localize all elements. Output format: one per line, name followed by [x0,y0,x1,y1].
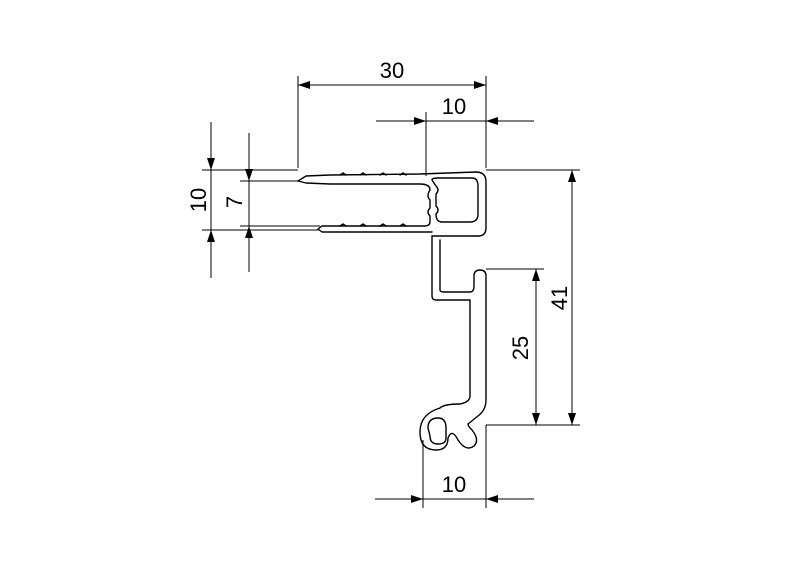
dimension-label-left-height: 10 [186,188,211,212]
dimension-label-top-offset: 10 [442,94,466,119]
dimension-total-height: 41 [486,169,580,426]
dimension-bottom-width: 10 [375,425,534,508]
dimension-lower-height: 25 [486,268,544,426]
dimension-label-top-width: 30 [380,58,404,83]
dimension-label-total-height: 41 [547,286,572,310]
dimension-slot-width: 7 [222,133,320,272]
dimension-left-height: 10 [186,122,320,278]
dimension-label-bottom-width: 10 [442,472,466,497]
dimension-label-lower-height: 25 [508,336,533,360]
dimension-top-offset: 10 [376,94,534,176]
dimension-label-slot-width: 7 [222,196,247,208]
profile-outline [297,171,487,451]
